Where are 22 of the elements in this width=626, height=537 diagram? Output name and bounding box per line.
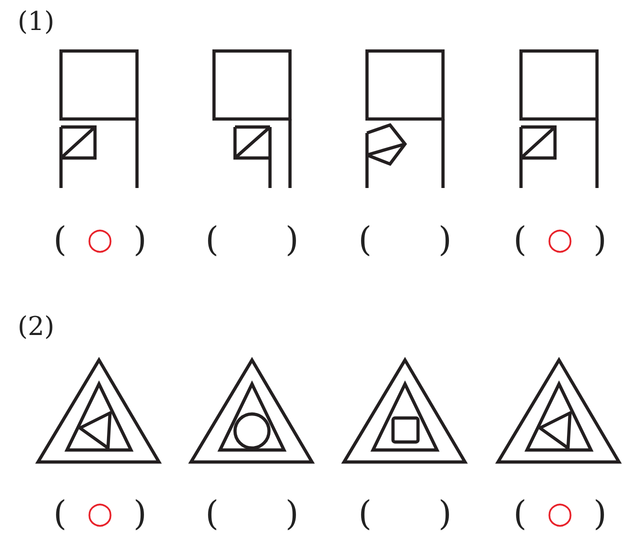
bracket: ) [438,223,452,257]
bracket: ) [133,223,147,257]
bracket: ) [133,497,147,531]
answer-mark: ○ [546,499,574,529]
bracket: ( [205,223,219,257]
bracket: ) [285,497,299,531]
question-number: (1) [18,9,54,35]
bracket: ( [53,223,67,257]
bracket: ( [53,497,67,531]
bracket: ) [438,497,452,531]
bracket: ( [358,223,372,257]
bracket: ( [513,497,527,531]
answer-mark: ○ [86,499,114,529]
bracket: ) [285,223,299,257]
answer-mark: ○ [546,225,574,255]
bracket: ( [513,223,527,257]
question-number: (2) [18,314,54,340]
bracket: ( [358,497,372,531]
bracket: ( [205,497,219,531]
answer-mark: ○ [86,225,114,255]
bracket: ) [593,497,607,531]
bracket: ) [593,223,607,257]
